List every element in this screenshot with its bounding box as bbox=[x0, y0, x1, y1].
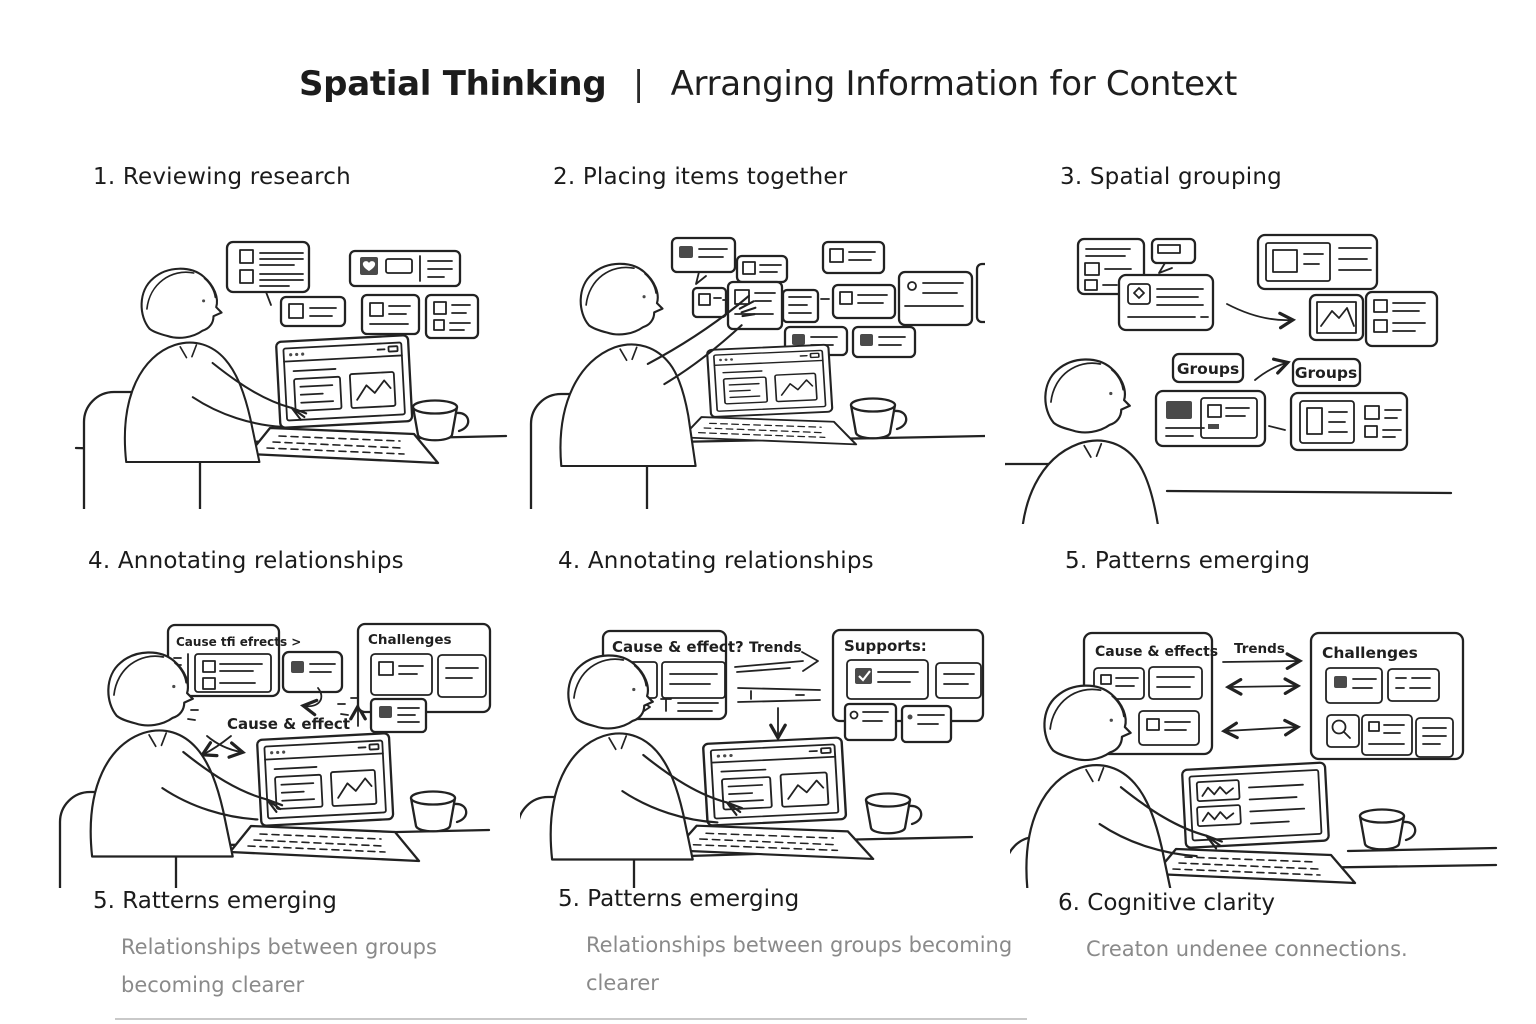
panel-1-illustration bbox=[74, 240, 508, 509]
caption-patterns-mid: 5. Patterns emerging Relationships betwe… bbox=[558, 886, 1012, 1002]
cause-effects-header: Cause tfi efrects > bbox=[176, 635, 301, 649]
title-light: Arranging Information for Context bbox=[670, 64, 1238, 104]
supports-card: Supports: bbox=[831, 628, 985, 744]
cause-effect-header: Cause & effect? bbox=[612, 638, 744, 656]
panel-5-heading: 4. Annotating relationships bbox=[558, 548, 874, 574]
caption-3-subtitle: Creaton undenee connections. bbox=[1086, 937, 1408, 961]
trends-label: Trends bbox=[749, 640, 802, 656]
sketch-arrows bbox=[199, 735, 246, 759]
arrow-to-group bbox=[1226, 303, 1297, 330]
trends-arrow bbox=[734, 651, 819, 673]
laptop-icon bbox=[673, 736, 875, 861]
panel-3-heading: 3. Spatial grouping bbox=[1060, 164, 1282, 190]
mug-icon bbox=[1358, 808, 1417, 851]
panel-2-illustration bbox=[529, 236, 985, 509]
caption-3-title: 6. Cognitive clarity bbox=[1058, 890, 1276, 916]
person-figure bbox=[1021, 359, 1162, 524]
groups-label-left: Groups bbox=[1177, 360, 1239, 378]
panel-annotating-1: 4. Annotating relationships Cause tfi ef… bbox=[55, 548, 525, 888]
panel-6-heading: 5. Patterns emerging bbox=[1065, 548, 1311, 574]
caption-2-title: 5. Patterns emerging bbox=[558, 886, 800, 912]
mug-icon bbox=[864, 792, 923, 835]
floating-cards bbox=[225, 240, 480, 340]
small-card bbox=[281, 650, 344, 694]
mug-icon bbox=[849, 397, 908, 440]
panel-4-illustration: Cause tfi efrects > Cause & effect bbox=[58, 622, 492, 888]
card-cluster-bottom bbox=[1154, 389, 1409, 452]
panel-reviewing-research: 1. Reviewing research bbox=[60, 164, 510, 509]
challenges-header: Challenges bbox=[368, 632, 452, 648]
mug-icon bbox=[411, 399, 470, 442]
panel-5-illustration: Cause & effect? Trends bbox=[520, 628, 985, 888]
panel-annotating-2: 4. Annotating relationships Cause & effe… bbox=[520, 548, 1000, 888]
panel-patterns-emerging: 5. Patterns emerging Cause & effects Tre… bbox=[1010, 548, 1522, 888]
groups-labels: Groups Groups bbox=[1171, 352, 1362, 388]
laptop-icon bbox=[1153, 761, 1357, 885]
trends-label: Trends bbox=[1234, 641, 1285, 657]
challenges-card: Challenges bbox=[356, 622, 492, 734]
supports-header: Supports: bbox=[844, 637, 927, 655]
panel-1-heading: 1. Reviewing research bbox=[93, 164, 351, 190]
caption-patterns-left: 5. Ratterns emerging Relationships betwe… bbox=[93, 888, 437, 1004]
annotation-dashes bbox=[187, 697, 367, 727]
heart-icon bbox=[362, 261, 376, 271]
panel-2-heading: 2. Placing items together bbox=[553, 164, 848, 190]
caption-1-subtitle: Relationships between groups becoming cl… bbox=[121, 935, 437, 997]
panel-spatial-grouping: 3. Spatial grouping bbox=[1005, 164, 1513, 524]
title-bold: Spatial Thinking bbox=[298, 64, 607, 104]
footer-rule bbox=[115, 1018, 1027, 1020]
check-icon bbox=[858, 670, 871, 682]
card-cluster-top bbox=[1076, 233, 1439, 348]
laptop-icon bbox=[247, 333, 440, 465]
challenges-header: Challenges bbox=[1322, 644, 1418, 662]
caption-1-title: 5. Ratterns emerging bbox=[93, 888, 337, 914]
desk bbox=[1165, 489, 1453, 495]
bar-row bbox=[737, 687, 821, 703]
magnifier-icon bbox=[1331, 719, 1351, 739]
panel-placing-items: 2. Placing items together bbox=[515, 164, 985, 509]
relation-arrows bbox=[1220, 652, 1304, 740]
cause-effects-header: Cause & effects bbox=[1095, 644, 1218, 660]
challenges-card: Challenges bbox=[1309, 631, 1465, 761]
curvy-arrow bbox=[299, 687, 323, 717]
panel-3-illustration: Groups Groups bbox=[1005, 233, 1453, 524]
panel-4-heading: 4. Annotating relationships bbox=[88, 548, 404, 574]
panel-6-illustration: Cause & effects Trends Challenges bbox=[1010, 631, 1498, 888]
groups-label-right: Groups bbox=[1295, 364, 1357, 382]
floating-cards bbox=[670, 236, 985, 359]
arrow-between-groups bbox=[1254, 357, 1291, 381]
mug-icon bbox=[409, 790, 468, 833]
caption-2-subtitle: Relationships between groups becoming cl… bbox=[586, 933, 1013, 995]
page-title: Spatial Thinking | Arranging Information… bbox=[0, 64, 1536, 104]
caption-cognitive-clarity: 6. Cognitive clarity Creaton undenee con… bbox=[1058, 890, 1408, 968]
laptop-icon bbox=[681, 343, 858, 446]
title-separator: | bbox=[632, 64, 645, 104]
annotation-text: Cause & effect bbox=[227, 715, 350, 733]
